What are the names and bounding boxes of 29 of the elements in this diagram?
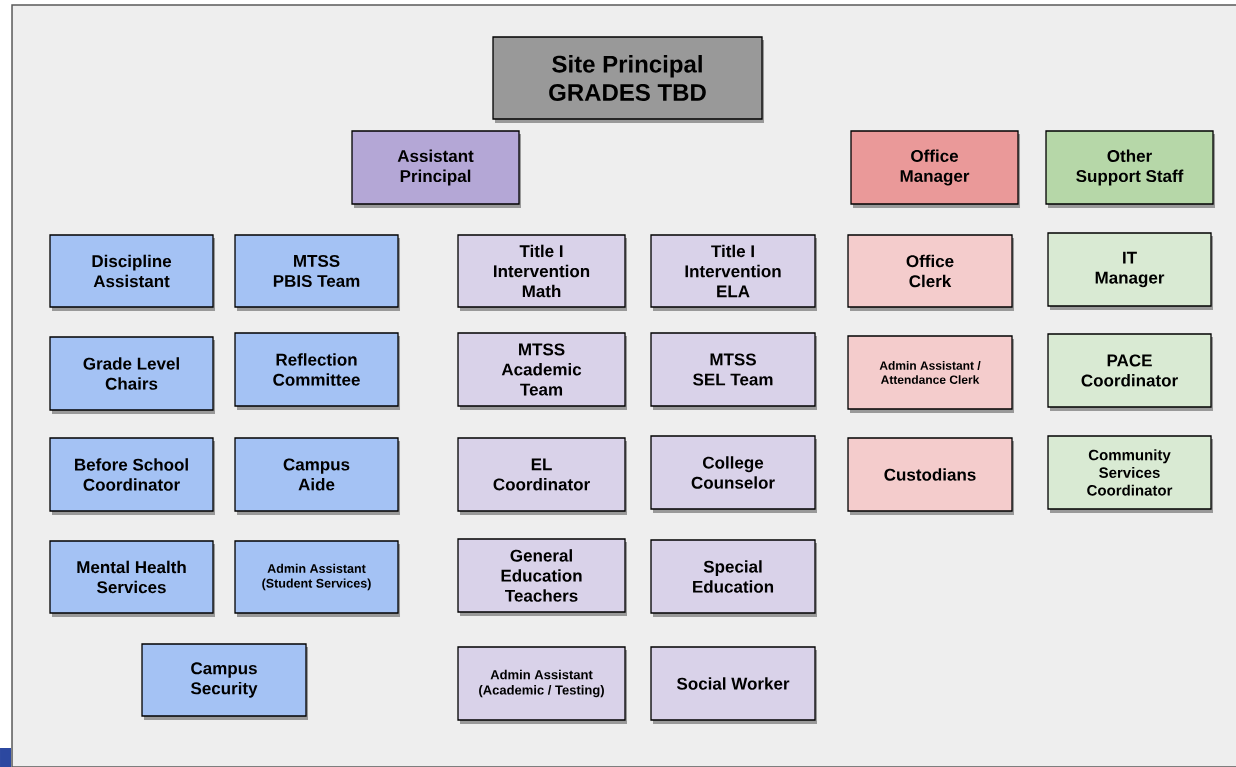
role-box: Campus Aide	[234, 437, 400, 515]
role-box: Special Education	[650, 539, 817, 617]
role-box: Admin Assistant (Student Services)	[234, 540, 400, 617]
role-box: Mental Health Services	[49, 540, 215, 617]
role-box: MTSS Academic Team	[457, 332, 627, 410]
role-box: Site Principal GRADES TBD	[492, 36, 764, 123]
role-box: Admin Assistant (Academic / Testing)	[457, 646, 627, 724]
role-box: MTSS SEL Team	[650, 332, 817, 410]
role-box: MTSS PBIS Team	[234, 234, 400, 311]
role-box: Assistant Principal	[351, 130, 521, 208]
role-box: Office Clerk	[847, 234, 1014, 311]
role-box: College Counselor	[650, 435, 817, 513]
role-box: Admin Assistant / Attendance Clerk	[847, 335, 1014, 413]
role-box: Title I Intervention Math	[457, 234, 627, 311]
role-box: Custodians	[847, 437, 1014, 515]
role-box: Grade Level Chairs	[49, 336, 215, 414]
role-box: General Education Teachers	[457, 538, 627, 616]
role-box: Reflection Committee	[234, 332, 400, 410]
role-box: Campus Security	[141, 643, 308, 720]
role-box: IT Manager	[1047, 232, 1213, 310]
role-box: Office Manager	[850, 130, 1020, 208]
role-box: Social Worker	[650, 646, 817, 724]
role-box: EL Coordinator	[457, 437, 627, 515]
role-box: Other Support Staff	[1045, 130, 1215, 208]
role-box: Discipline Assistant	[49, 234, 215, 311]
role-box: PACE Coordinator	[1047, 333, 1213, 411]
role-box: Community Services Coordinator	[1047, 435, 1213, 513]
role-box: Title I Intervention ELA	[650, 234, 817, 311]
role-box: Before School Coordinator	[49, 437, 215, 515]
